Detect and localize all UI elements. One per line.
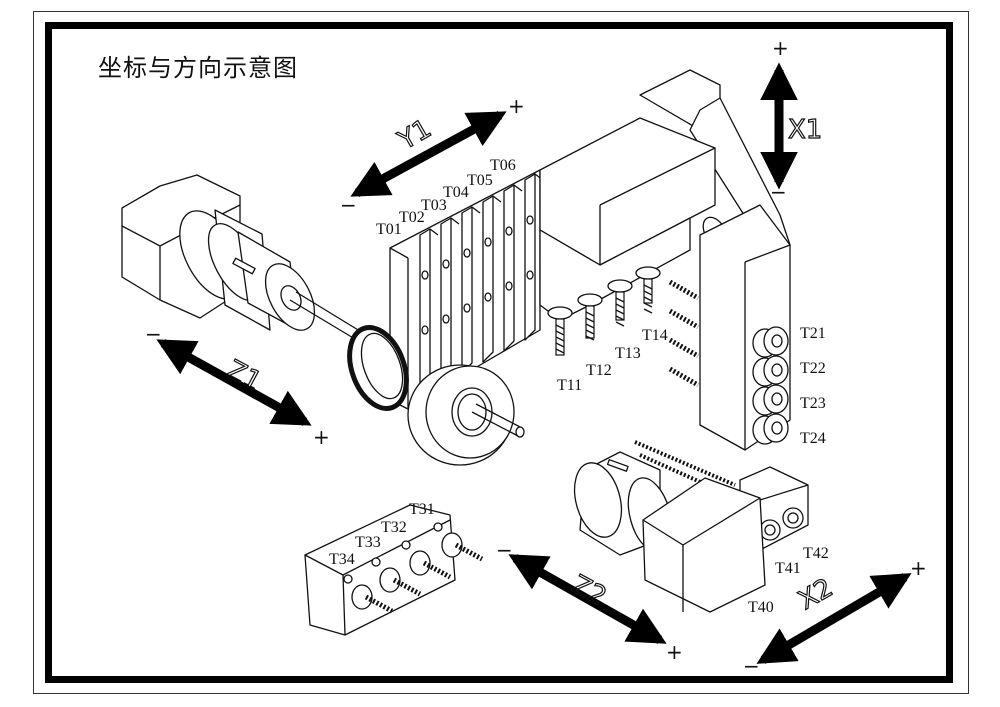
bottom-tool-block	[304, 504, 484, 636]
axis-minus-sign: −	[340, 193, 357, 217]
bottom-tool-holder	[371, 557, 422, 597]
axis-z1: Z1 + −	[145, 322, 330, 449]
tool-label-t31: T31	[409, 501, 435, 518]
axis-minus-sign: −	[496, 538, 513, 562]
tool-label-t21: T21	[800, 325, 826, 342]
side-drill	[668, 366, 700, 388]
drill-bit	[635, 266, 661, 314]
tool-label-t24: T24	[800, 430, 826, 447]
tool-label-t41: T41	[775, 560, 801, 577]
tool-label-t14: T14	[642, 327, 668, 344]
gang-tool-fin	[503, 184, 523, 352]
gang-tool-fin	[524, 173, 544, 341]
sub-spindle	[573, 440, 809, 613]
axis-plus-sign: +	[313, 425, 330, 449]
gang-tool-fin	[461, 206, 481, 374]
side-drill	[668, 279, 700, 301]
drill-bit	[547, 306, 573, 356]
bottom-tool-holder	[433, 522, 484, 562]
tool-label-t13: T13	[615, 345, 641, 362]
side-tool-holder	[752, 384, 789, 416]
tool-label-t32: T32	[381, 519, 407, 536]
side-tool-holder	[752, 355, 789, 387]
axis-minus-sign: −	[743, 654, 760, 678]
axis-arrow	[508, 554, 667, 644]
axis-label: X2	[794, 573, 839, 616]
tool-label-t11: T11	[557, 377, 582, 394]
axis-plus-sign: +	[772, 36, 789, 60]
axis-label: X1	[788, 115, 822, 145]
gang-tool-fin	[482, 195, 502, 363]
outer-border	[33, 11, 969, 694]
tool-label-t22: T22	[800, 360, 826, 377]
gang-tool-fin	[419, 228, 439, 396]
axis-x2: X2 + −	[743, 556, 927, 678]
bottom-tool-holder	[343, 574, 394, 614]
drill-bit	[607, 279, 633, 327]
axis-arrow	[756, 573, 912, 664]
axis-arrow	[156, 339, 312, 426]
side-drill	[668, 308, 700, 330]
tool-label-t23: T23	[800, 395, 826, 412]
side-tool-holder	[752, 413, 789, 445]
drill-bit	[577, 293, 603, 341]
tool-label-t02: T02	[399, 209, 425, 226]
inner-border	[45, 22, 953, 683]
tool-label-t34: T34	[329, 551, 355, 568]
axis-x1: X1 + −	[760, 36, 823, 204]
side-tool-holder	[752, 326, 789, 358]
tool-label-t33: T33	[355, 534, 381, 551]
tool-label-t06: T06	[490, 157, 516, 174]
side-tool-column	[668, 204, 791, 451]
tool-label-t42: T42	[803, 545, 829, 562]
axis-minus-sign: −	[770, 180, 787, 204]
axis-label: Z1	[222, 355, 266, 398]
tool-label-t12: T12	[586, 362, 612, 379]
gang-tool-block	[347, 169, 544, 466]
main-spindle	[121, 174, 369, 346]
axis-plus-sign: +	[666, 640, 683, 664]
axis-plus-sign: +	[508, 94, 525, 118]
side-drill	[668, 337, 700, 359]
tool-label-t03: T03	[421, 197, 447, 214]
tool-label-t05: T05	[467, 172, 493, 189]
drill-head	[539, 69, 791, 356]
axis-plus-sign: +	[910, 556, 927, 580]
axis-minus-sign: −	[145, 322, 162, 346]
axis-arrow	[350, 111, 507, 197]
tool-label-t40: T40	[748, 599, 774, 616]
diagram-title: 坐标与方向示意图	[98, 54, 298, 82]
tool-label-t04: T04	[443, 184, 469, 201]
bottom-tool-holder	[401, 540, 452, 580]
tool-label-t01: T01	[376, 221, 402, 238]
